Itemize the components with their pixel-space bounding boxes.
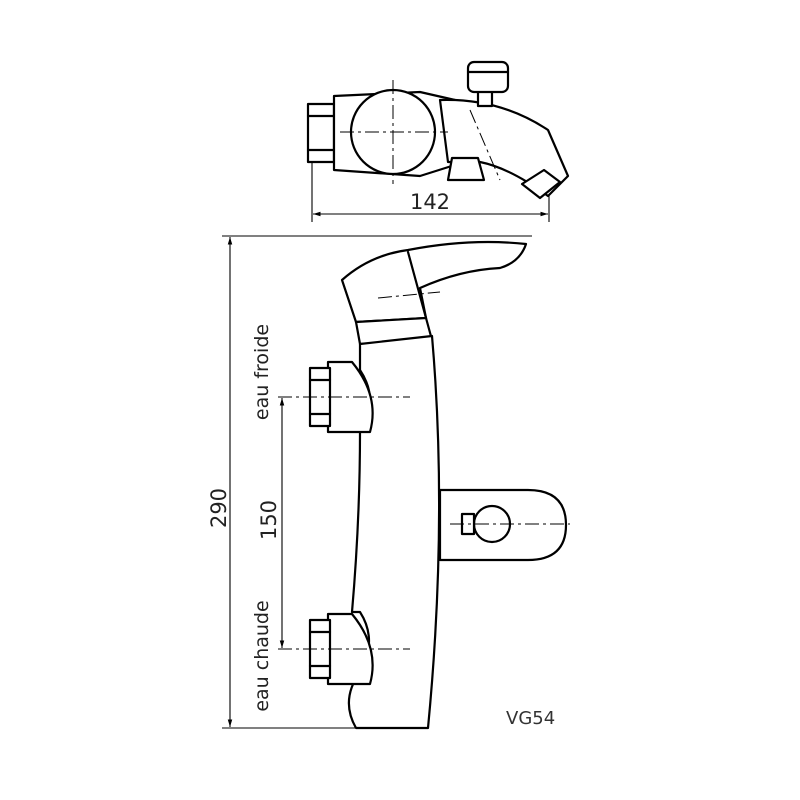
model-code: VG54: [506, 708, 555, 729]
dim-150-value: 150: [257, 500, 281, 540]
top-view-lower-piece: [446, 156, 486, 182]
front-dimensions: 290 150 eau froide eau chaude: [207, 235, 532, 729]
hot-water-label: eau chaude: [251, 600, 273, 711]
dim-142-value: 142: [410, 190, 450, 214]
front-view-lever: [340, 240, 528, 324]
front-view: [278, 240, 570, 730]
top-view: 142: [306, 60, 570, 222]
cold-water-label: eau froide: [251, 324, 273, 420]
top-view-left-nut: [306, 102, 336, 164]
top-view-diverter-knob: [466, 60, 510, 94]
front-view-lower-eccentric: [326, 612, 374, 686]
front-view-upper-eccentric: [326, 360, 374, 434]
top-view-aerator: [520, 168, 562, 200]
dim-290-value: 290: [207, 488, 231, 528]
